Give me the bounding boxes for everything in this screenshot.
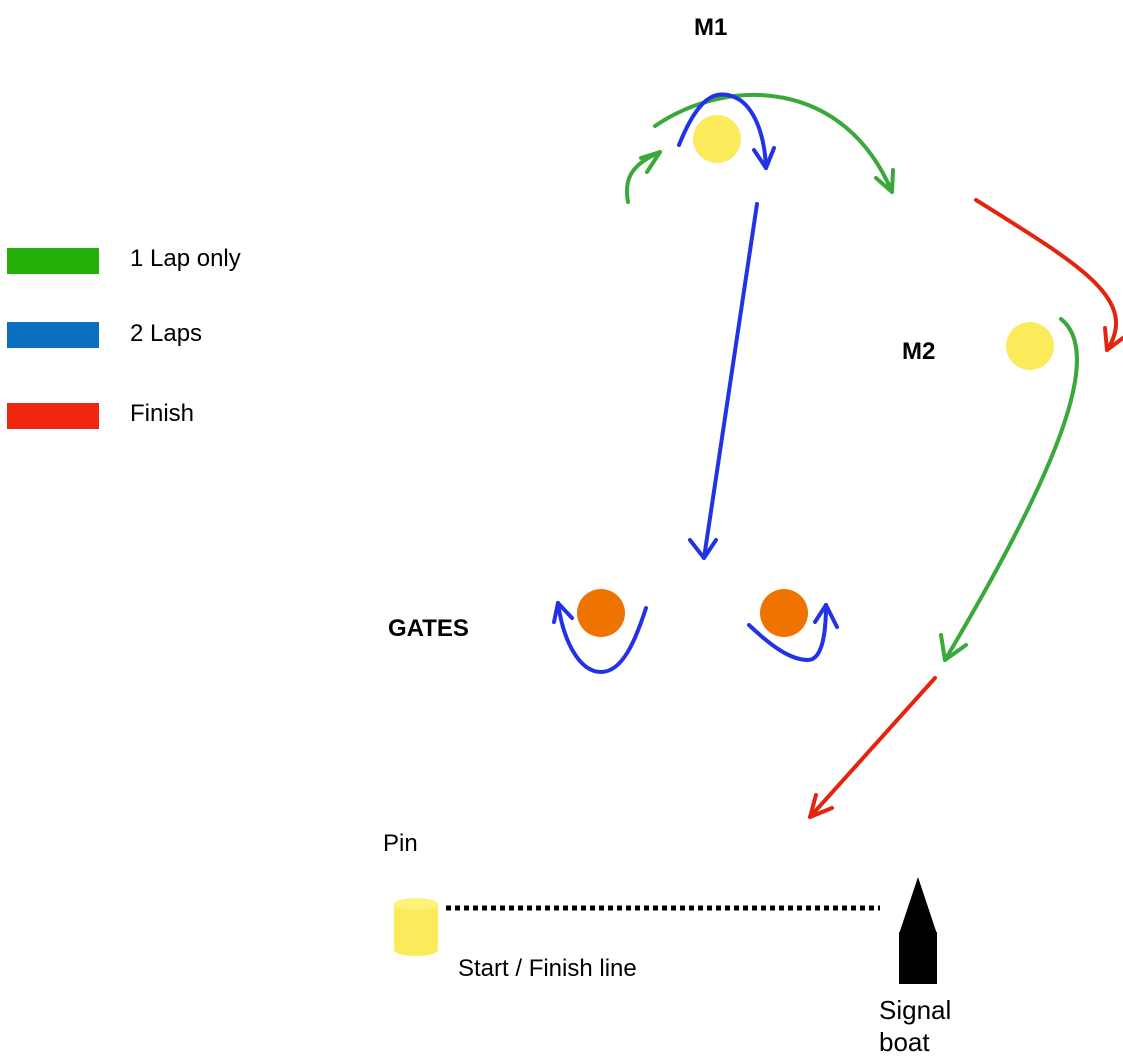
blue-left-gate-arc [556,601,648,674]
mark-m1-label: M1 [694,14,728,41]
legend-label-one-lap: 1 Lap only [130,245,241,272]
blue-m1-rounding-arc [677,92,768,170]
blue-right-gate-arc [747,603,828,662]
blue-downwind-arrowhead [688,538,718,560]
mark-m2-buoy [1006,322,1054,370]
green-m2-arrowhead [939,633,968,662]
red-m2-arrowhead [1103,326,1123,352]
gates-label: GATES [388,615,469,642]
red-finish-arrowhead [808,793,834,819]
blue-path-group [552,92,839,674]
pin-buoy-bottom [394,944,438,956]
pin-buoy [394,898,438,956]
blue-right-gate-arrowhead [813,603,839,629]
gate-left-buoy [577,589,625,637]
signal-boat-label-line2: boat [879,1027,930,1057]
green-approach-arrowhead [639,150,662,174]
signal-boat [899,877,937,984]
signal-boat-bow [899,877,937,934]
legend-swatch-two-laps [7,322,99,348]
green-m2-downwind-arc [943,317,1079,662]
green-m1-rounding-arc [653,92,894,194]
pin-buoy-top [394,898,438,910]
legend-swatch-one-lap [7,248,99,274]
legend-swatch-finish [7,403,99,429]
legend-label-two-laps: 2 Laps [130,320,203,347]
mark-m2-label: M2 [902,338,936,365]
red-path-group [808,198,1123,819]
red-finish-leg [808,676,937,819]
pin-label: Pin [383,830,418,857]
red-m2-approach-arc [974,198,1119,352]
signal-boat-hull [899,932,937,984]
blue-m1-arrowhead [752,146,776,170]
signal-boat-label-line1: Signal [879,995,952,1025]
blue-left-gate-arrowhead [552,601,574,624]
green-m1-arrowhead [874,168,895,194]
gate-right-buoy [760,589,808,637]
start-finish-line-label: Start / Finish line [458,955,637,982]
pin-buoy-body [394,904,438,950]
legend-label-finish: Finish [130,400,195,427]
blue-downwind-leg [702,202,759,560]
green-path-group [624,92,1079,662]
mark-m1-buoy [693,115,741,163]
